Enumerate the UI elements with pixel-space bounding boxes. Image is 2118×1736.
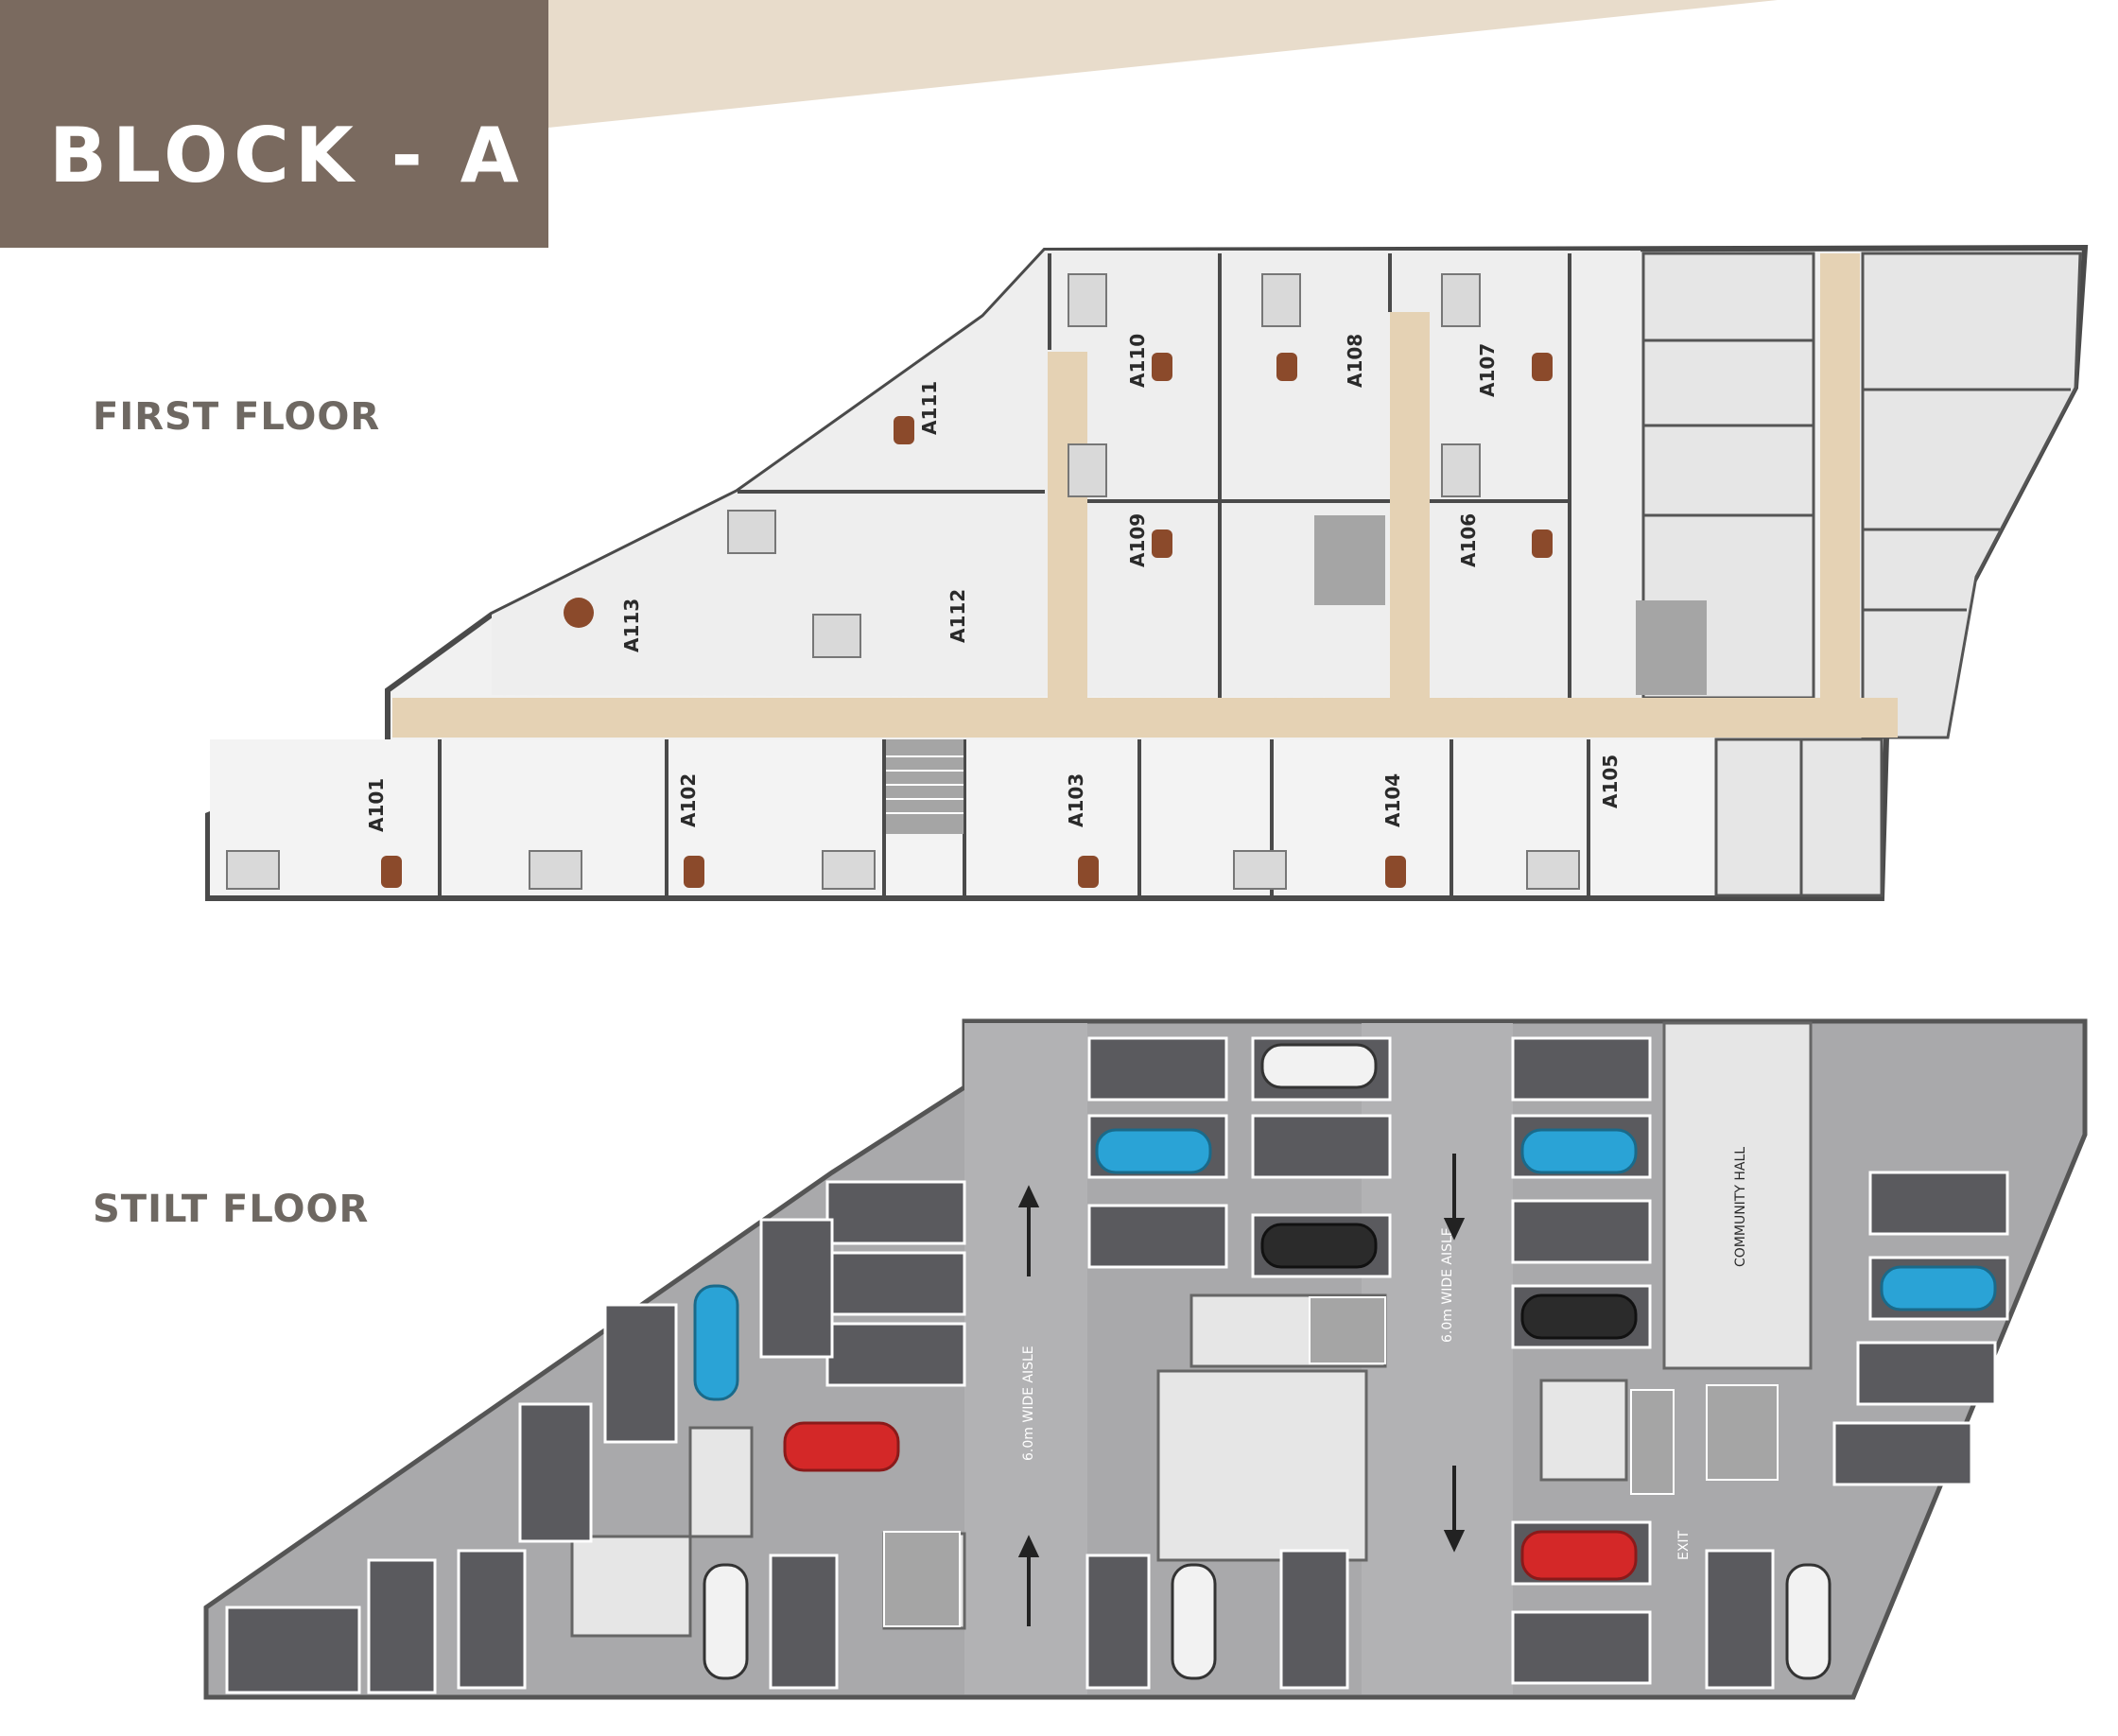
parked-cars xyxy=(693,1043,1997,1680)
unit-label: A102 xyxy=(677,773,700,827)
unit-label: A104 xyxy=(1381,773,1404,827)
unit-label: A108 xyxy=(1344,334,1366,388)
unit-label: A101 xyxy=(365,778,388,832)
aisle-label-right: 6.0m WIDE AISLE xyxy=(1440,1227,1455,1343)
unit-label: A105 xyxy=(1599,755,1622,808)
block-banner: BLOCK - A xyxy=(0,0,548,248)
aisle-label-left: 6.0m WIDE AISLE xyxy=(1021,1345,1036,1461)
exit-label: EXIT xyxy=(1676,1530,1692,1560)
block-title: BLOCK - A xyxy=(49,112,525,200)
community-hall-label: COMMUNITY HALL xyxy=(1733,1147,1748,1267)
unit-label: A110 xyxy=(1126,334,1149,388)
unit-label: A111 xyxy=(918,381,941,435)
unit-label: A107 xyxy=(1476,343,1499,397)
first-floor-label: FIRST FLOOR xyxy=(93,395,381,439)
stilt-floor-label: STILT FLOOR xyxy=(93,1188,370,1231)
unit-label: A112 xyxy=(946,589,969,643)
unit-label: A103 xyxy=(1065,773,1087,827)
unit-label: A109 xyxy=(1126,513,1149,567)
unit-label: A106 xyxy=(1457,513,1480,567)
unit-label: A113 xyxy=(620,599,643,652)
